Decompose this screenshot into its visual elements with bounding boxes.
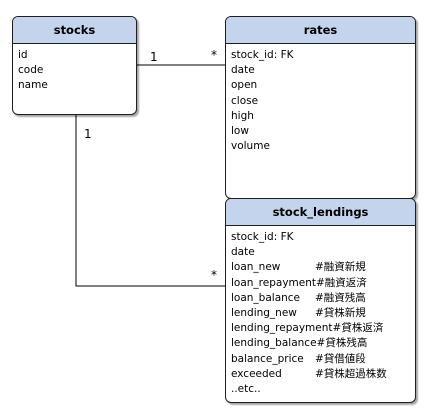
attribute: exceeded #貸株超過株数	[231, 367, 415, 382]
attribute: loan_new #融資新規	[231, 260, 415, 275]
attribute: name	[18, 79, 48, 92]
attribute: lending_new #貸株新規	[231, 306, 415, 321]
attribute: date	[231, 64, 255, 77]
entity-stock-lendings-title: stock_lendings	[226, 199, 415, 226]
attribute-comment: #融資返済	[316, 276, 367, 289]
multiplicity-stocks-rates-many: *	[211, 48, 217, 62]
attribute: high	[231, 109, 254, 122]
attribute-name: lending_new	[231, 307, 297, 320]
attribute: code	[18, 64, 44, 77]
attribute-comment: #貸株残高	[316, 337, 368, 350]
attribute: low	[231, 125, 249, 138]
entity-rates-title: rates	[226, 17, 415, 44]
entity-rates[interactable]: rates stock_id: FK date open close high …	[225, 16, 416, 199]
attribute: stock_id: FK	[231, 230, 415, 245]
attribute-comment: #融資新規	[315, 261, 366, 274]
entity-stock-lendings-attributes: stock_id: FK date loan_new #融資新規 loan_repaym…	[226, 226, 415, 397]
entity-stocks-title: stocks	[13, 17, 136, 44]
attribute: close	[231, 94, 259, 107]
attribute-name: balance_price	[231, 352, 304, 365]
relation-line-stocks-lendings	[75, 115, 225, 287]
attribute-name: lending_repayment	[231, 322, 333, 335]
attribute-name: date	[231, 246, 255, 259]
attribute-name: loan_balance	[231, 291, 301, 304]
multiplicity-stocks-lendings-many: *	[211, 268, 217, 282]
attribute-name: ..etc..	[231, 383, 261, 396]
attribute: loan_balance #融資残高	[231, 291, 415, 306]
multiplicity-stocks-rates-one: 1	[150, 50, 158, 64]
entity-stock-lendings[interactable]: stock_lendings stock_id: FK date loan_new #…	[225, 198, 416, 403]
attribute: id	[18, 49, 28, 61]
attribute: open	[231, 79, 258, 92]
attribute-comment: #貸借値段	[315, 352, 366, 365]
attribute: lending_balance#貸株残高	[231, 336, 415, 351]
attribute-comment: #貸株超過株数	[315, 367, 387, 380]
attribute: balance_price #貸借値段	[231, 352, 415, 367]
attribute: stock_id: FK	[231, 49, 294, 61]
attribute-comment: #貸株返済	[332, 322, 384, 335]
attribute: loan_repayment#融資返済	[231, 276, 415, 291]
attribute-name: stock_id: FK	[231, 231, 294, 243]
entity-stocks[interactable]: stocks id code name	[12, 16, 137, 115]
entity-rates-attributes: stock_id: FK date open close high low vo…	[226, 44, 415, 154]
attribute-name: lending_balance	[231, 337, 317, 350]
attribute-name: loan_repayment	[231, 276, 316, 289]
attribute-comment: #貸株新規	[315, 307, 366, 320]
attribute: ..etc..	[231, 382, 415, 397]
attribute-comment: #融資残高	[315, 291, 366, 304]
attribute: volume	[231, 140, 270, 153]
entity-stocks-attributes: id code name	[13, 44, 136, 94]
multiplicity-stocks-lendings-one: 1	[84, 127, 92, 141]
attribute-name: loan_new	[231, 261, 281, 274]
attribute: date	[231, 245, 415, 260]
attribute-name: exceeded	[231, 367, 282, 380]
attribute: lending_repayment#貸株返済	[231, 321, 415, 336]
